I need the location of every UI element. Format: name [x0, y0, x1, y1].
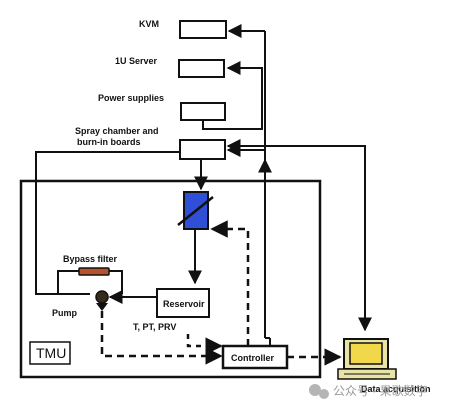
watermark-text: 公众号 · 果歌数字: [333, 383, 428, 398]
reservoir-label: Reservoir: [163, 299, 205, 309]
bypass-filter-label: Bypass filter: [63, 254, 118, 264]
spray-chamber-label-line1: Spray chamber and: [75, 126, 159, 136]
kvm-label: KVM: [139, 19, 159, 29]
kvm-box: [179, 20, 227, 39]
power-supplies-label: Power supplies: [98, 93, 164, 103]
pump-outlet-icon: [96, 303, 108, 311]
reservoir-box: [156, 288, 210, 318]
filter-icon: [78, 267, 110, 276]
server-1u-label: 1U Server: [115, 56, 158, 66]
pump-label: Pump: [52, 308, 78, 318]
valve-slash: [177, 196, 214, 226]
spray-chamber-box: [179, 139, 226, 160]
dashed-pump-to-controller: [100, 311, 223, 365]
tmu-label: TMU: [36, 345, 66, 361]
sensors-label: T, PT, PRV: [133, 322, 176, 332]
wechat-icon: [309, 384, 329, 399]
return-line: [35, 151, 180, 295]
bypass-loop-right: [109, 270, 123, 294]
controller-label: Controller: [231, 353, 274, 363]
power-supplies-box: [180, 102, 226, 121]
dashed-controller-to-valve: [210, 220, 250, 346]
data-acquisition-label: Data acquisition: [361, 384, 431, 394]
line-ps-to-server: [202, 85, 263, 130]
arrow-to-server: [226, 61, 263, 85]
bypass-loop-left: [57, 270, 79, 294]
computer-icon: [337, 338, 397, 380]
spray-chamber-label-line2: burn-in boards: [77, 137, 141, 147]
dashed-sensors-to-controller: [186, 334, 223, 355]
tmu-label-box: [29, 341, 71, 365]
pump-icon: [95, 290, 109, 304]
line-daq-to-spray: [226, 139, 372, 332]
server-1u-box: [178, 59, 225, 78]
